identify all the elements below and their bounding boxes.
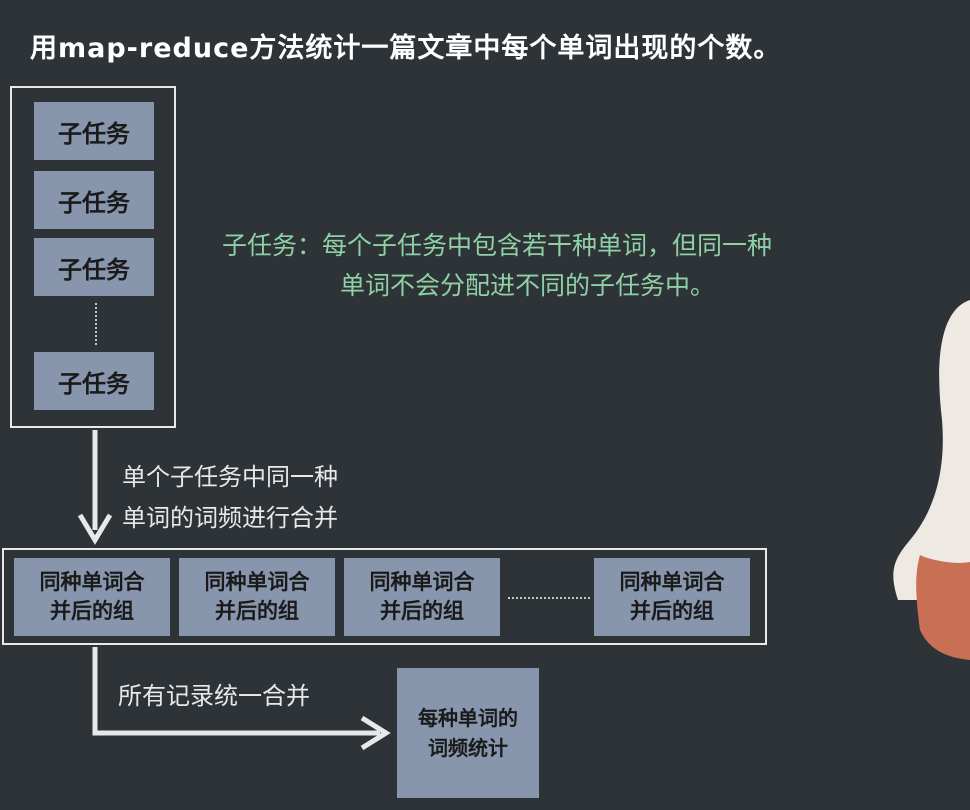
right-arrow-head: [360, 715, 391, 751]
presenter-shirt: [893, 300, 970, 600]
group-line2: 并后的组: [630, 599, 714, 623]
subtask-box: 子任务: [34, 102, 154, 160]
vertical-ellipsis: [95, 303, 97, 345]
merge-step-line1: 单个子任务中同一种: [122, 463, 338, 491]
result-line2: 词频统计: [428, 736, 508, 760]
slide-title: 用map-reduce方法统计一篇文章中每个单词出现的个数。: [30, 33, 782, 64]
presenter-arm: [916, 555, 970, 660]
presenter-figure: [893, 300, 970, 660]
right-arrow-shaft: [92, 647, 380, 736]
subtask-box: 子任务: [34, 238, 154, 296]
subtask-box: 子任务: [34, 352, 154, 410]
merge-step-line2: 单词的词频进行合并: [122, 504, 338, 532]
merged-group-box: 同种单词合 并后的组: [594, 558, 750, 636]
merged-group-box: 同种单词合 并后的组: [179, 558, 335, 636]
group-line2: 并后的组: [215, 599, 299, 623]
merged-group-box: 同种单词合 并后的组: [14, 558, 170, 636]
group-line1: 同种单词合: [204, 570, 310, 594]
subtask-note-line1: 子任务：每个子任务中包含若干种单词，但同一种: [222, 231, 773, 260]
word-frequency-result-box: 每种单词的 词频统计: [397, 668, 539, 798]
final-merge-label: 所有记录统一合并: [118, 682, 310, 710]
subtask-frame: [10, 86, 176, 428]
down-arrow-head: [77, 513, 113, 545]
merged-group-box: 同种单词合 并后的组: [344, 558, 500, 636]
group-line2: 并后的组: [50, 599, 134, 623]
group-frame: [2, 548, 767, 645]
horizontal-ellipsis: [508, 597, 590, 599]
group-line2: 并后的组: [380, 599, 464, 623]
subtask-box: 子任务: [34, 171, 154, 229]
group-line1: 同种单词合: [369, 570, 475, 594]
group-line1: 同种单词合: [39, 570, 145, 594]
subtask-note-line2: 单词不会分配进不同的子任务中。: [340, 271, 716, 300]
group-line1: 同种单词合: [619, 570, 725, 594]
result-line1: 每种单词的: [418, 706, 518, 730]
